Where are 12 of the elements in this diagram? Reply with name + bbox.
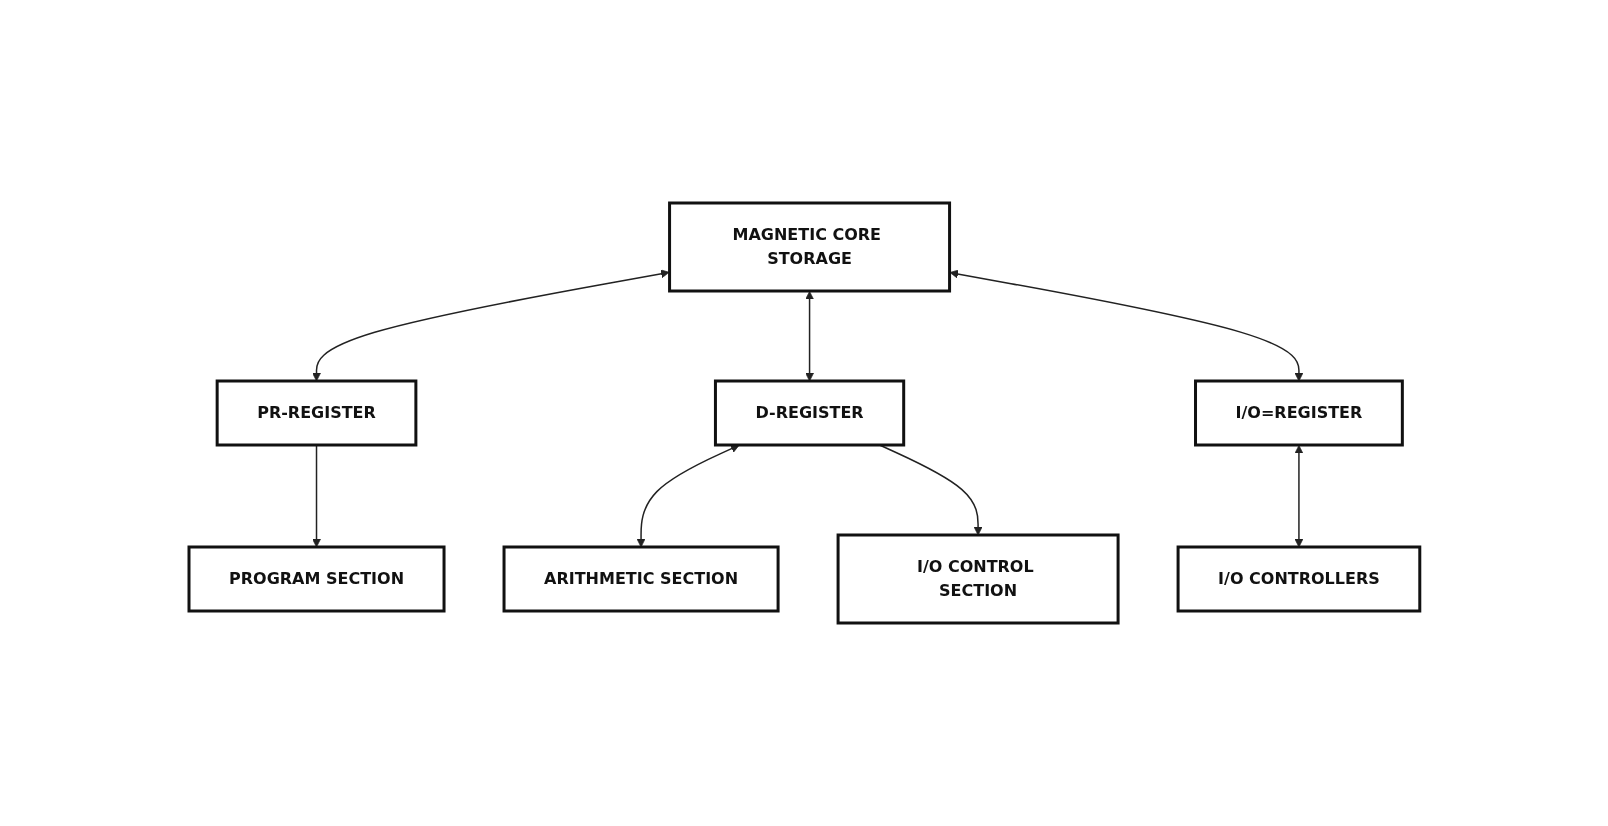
node-box: D-REGISTER <box>713 379 905 447</box>
arrow <box>949 269 1303 382</box>
node-box: MAGNETIC CORE STORAGE <box>667 201 951 293</box>
node-box: ARITHMETIC SECTION <box>502 545 780 613</box>
node-box: I/O=REGISTER <box>1193 379 1404 447</box>
arrow <box>804 291 814 382</box>
arrow <box>311 269 670 382</box>
node-box: PROGRAM SECTION <box>187 545 446 613</box>
node-box: I/O CONTROLLERS <box>1176 545 1421 613</box>
node-box: I/O CONTROL SECTION <box>836 533 1120 625</box>
node-box: PR-REGISTER <box>215 379 417 447</box>
arrow <box>1294 445 1303 548</box>
